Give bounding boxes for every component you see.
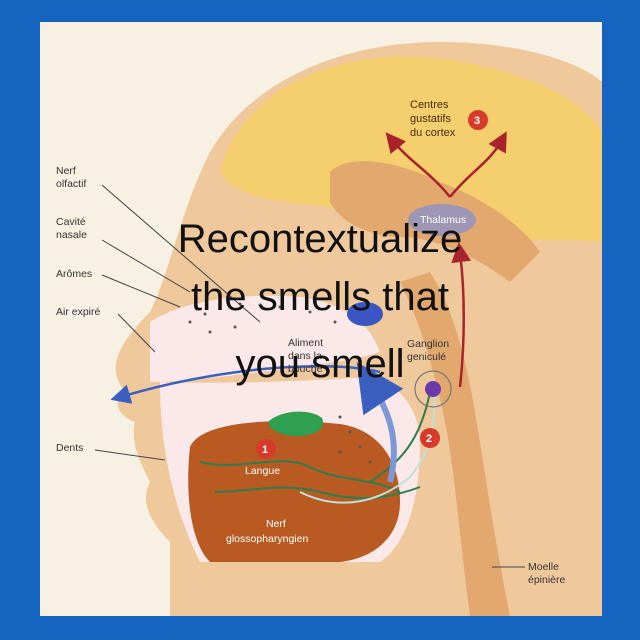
label-nerf-glosso-1: Nerf (266, 518, 286, 530)
label-aliment-3: bouche (288, 363, 323, 375)
ganglion-circle (414, 370, 452, 408)
label-centres-1: Centres (410, 99, 449, 111)
label-moelle-2: épinière (528, 574, 566, 586)
red-arrow-up (451, 242, 472, 388)
label-nerf-glosso-2: glossopharyngien (226, 533, 308, 545)
label-aliment-1: Aliment (288, 337, 323, 349)
red-arrow-left (385, 132, 451, 198)
brain (220, 56, 602, 243)
olfactory-bulb (347, 302, 383, 326)
label-centres-2: gustatifs (410, 113, 451, 125)
label-air-expire: Air expiré (56, 306, 101, 318)
badge-2: 2 (420, 428, 440, 448)
label-centres-3: du cortex (410, 127, 456, 139)
label-cavite-1: Cavité (56, 216, 86, 228)
label-langue: Langue (245, 465, 280, 477)
label-ganglion-1: Ganglion (407, 338, 449, 350)
leader-lines (94, 184, 525, 568)
thalamus-shape (408, 204, 476, 236)
red-arrow-right (449, 131, 507, 198)
badge-1: 1 (256, 439, 276, 459)
label-nerf-olfactif-2: olfactif (56, 178, 86, 190)
label-aromes: Arômes (56, 268, 92, 280)
ganglion-dot (425, 381, 441, 397)
label-ganglion-2: geniculé (407, 351, 446, 363)
nasal-cavity (150, 295, 380, 382)
label-aliment-2: dans la (288, 350, 322, 362)
svg-text:1: 1 (262, 444, 268, 456)
anatomy-diagram: Nerf olfactif Cavité nasale Arômes Air e… (40, 22, 602, 616)
label-moelle-1: Moelle (528, 561, 559, 573)
svg-text:3: 3 (474, 115, 480, 127)
throat (400, 272, 510, 616)
label-cavite-2: nasale (56, 229, 87, 241)
aroma-dots (188, 302, 372, 464)
air-arrow-2 (356, 362, 404, 483)
svg-text:2: 2 (426, 433, 432, 445)
diagram-svg: Nerf olfactif Cavité nasale Arômes Air e… (56, 42, 602, 616)
badge-3: 3 (468, 110, 488, 130)
food-shape (268, 411, 324, 437)
label-thalamus: Thalamus (420, 214, 466, 226)
label-nerf-olfactif-1: Nerf (56, 165, 76, 177)
tongue-shape (188, 421, 400, 562)
label-dents: Dents (56, 442, 83, 454)
